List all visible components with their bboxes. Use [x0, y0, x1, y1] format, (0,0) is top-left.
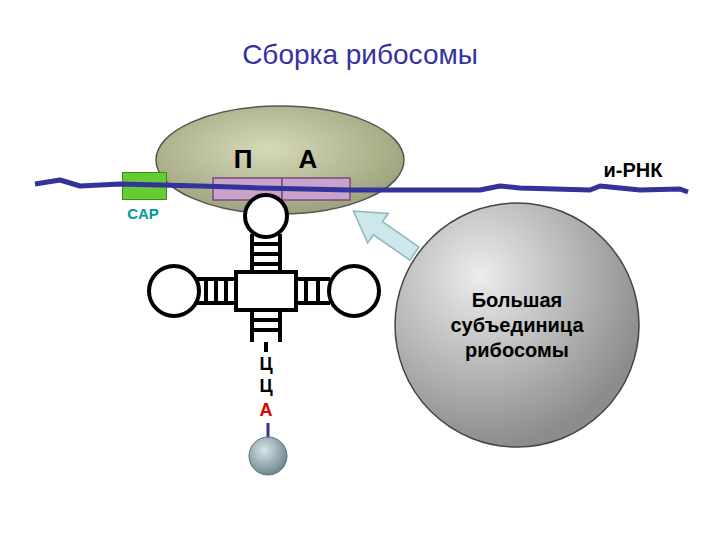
- amino-acid-bond: [267, 423, 270, 437]
- diagram-title: Сборка рибосомы: [242, 39, 478, 71]
- a-site: [282, 178, 350, 200]
- block-arrow: [353, 211, 419, 260]
- node-text: А: [299, 143, 318, 176]
- cap-square: [122, 172, 167, 200]
- node-text: Большая субъединица рибосомы: [437, 288, 597, 363]
- small-subunit: ПА: [155, 105, 405, 215]
- cap-box: CAP: [116, 170, 170, 226]
- nucleotide-letter: Ц: [259, 376, 272, 397]
- p-site: [213, 178, 282, 200]
- node-text: П: [234, 143, 253, 176]
- mrna-strand: [35, 180, 688, 192]
- amino-acid: [249, 437, 287, 475]
- mrna-label: и-РНК: [604, 159, 663, 182]
- large-subunit: Большая субъединица рибосомы: [394, 202, 640, 448]
- small-subunit-outline: [155, 105, 405, 215]
- circle-outline: [395, 203, 639, 447]
- ellipse-outline: [156, 106, 404, 214]
- nucleotide-letter: А: [260, 400, 273, 421]
- nucleotide-letter: Ц: [259, 354, 272, 375]
- trna-cloverleaf: [149, 195, 379, 352]
- node-text: CAP: [127, 205, 159, 224]
